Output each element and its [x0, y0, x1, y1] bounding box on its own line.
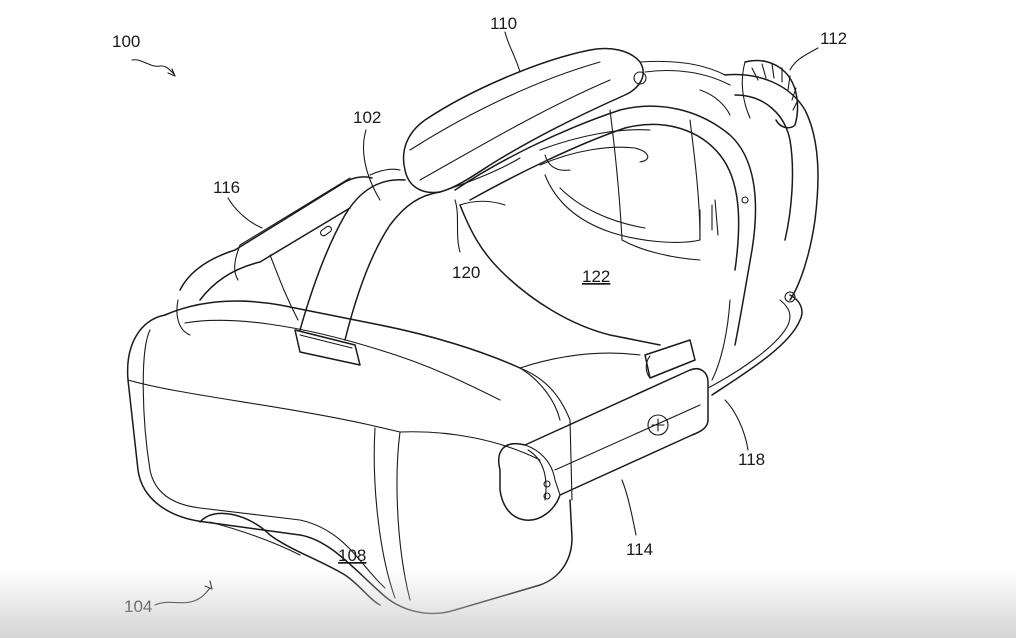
ref-100: 100 [112, 32, 140, 51]
ref-120: 120 [452, 263, 480, 282]
ref-114: 114 [626, 540, 653, 559]
top-strap [294, 168, 441, 366]
ref-102: 102 [353, 108, 381, 127]
ref-118: 118 [738, 450, 765, 469]
ref-104: 104 [124, 597, 152, 616]
ref-116: 116 [213, 178, 240, 197]
inner-shell [459, 109, 701, 369]
ref-110: 110 [490, 14, 517, 33]
rear-strap-cable [707, 291, 803, 396]
head-strap [454, 105, 757, 346]
ref-112: 112 [820, 29, 847, 48]
rear-adjuster [633, 59, 819, 301]
ref-108: 108 [338, 546, 366, 565]
left-side-panel [176, 176, 373, 336]
head-pad [402, 47, 644, 194]
leader-lines [131, 31, 819, 606]
side-arm [498, 339, 709, 521]
ref-122: 122 [582, 267, 610, 286]
